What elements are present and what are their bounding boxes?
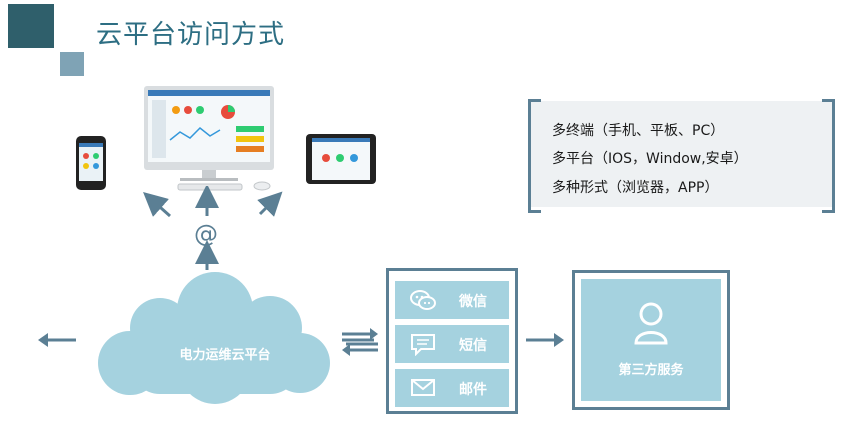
- arrow-to-phone: [143, 192, 171, 218]
- channel-sms-label: 短信: [459, 338, 487, 354]
- bidirectional-arrows: [342, 328, 378, 356]
- channel-wechat: 微信: [395, 281, 509, 319]
- third-party-box: 第三方服务: [581, 279, 721, 401]
- cloud-shape: [98, 272, 330, 404]
- phone-device: [76, 136, 106, 190]
- channel-mail: 邮件: [395, 369, 509, 407]
- page-title: 云平台访问方式: [96, 20, 286, 50]
- arrow-to-third-party: [526, 333, 564, 347]
- third-party-panel: 第三方服务: [572, 270, 730, 410]
- info-line-forms: 多种形式（浏览器，APP）: [552, 180, 719, 196]
- info-line-terminals: 多终端（手机、平板、PC）: [552, 123, 725, 139]
- decor-square-small: [60, 52, 84, 76]
- devices-illustration: [76, 86, 376, 191]
- access-info-panel: [530, 101, 834, 207]
- bracket-left: [528, 99, 541, 213]
- sms-icon: [411, 334, 435, 356]
- user-icon: [634, 302, 668, 345]
- decor-square-large: [8, 4, 54, 48]
- mail-icon: [411, 379, 435, 396]
- bracket-right: [822, 99, 835, 213]
- wechat-icon: [410, 290, 436, 310]
- third-party-label: 第三方服务: [618, 363, 684, 378]
- arrow-left-from-cloud: [38, 333, 76, 347]
- channel-wechat-label: 微信: [459, 294, 487, 310]
- device-arrows: [143, 186, 283, 270]
- info-line-platforms: 多平台（IOS，Window,安卓）: [552, 151, 748, 167]
- cloud-label: 电力运维云平台: [179, 348, 271, 363]
- at-symbol: @: [194, 220, 218, 248]
- channel-mail-label: 邮件: [459, 382, 487, 398]
- arrow-to-tablet: [257, 191, 283, 217]
- channel-sms: 短信: [395, 325, 509, 363]
- desktop-monitor: [144, 86, 274, 191]
- tablet-device: [306, 134, 376, 184]
- channels-panel: 微信 短信 邮件: [386, 268, 518, 414]
